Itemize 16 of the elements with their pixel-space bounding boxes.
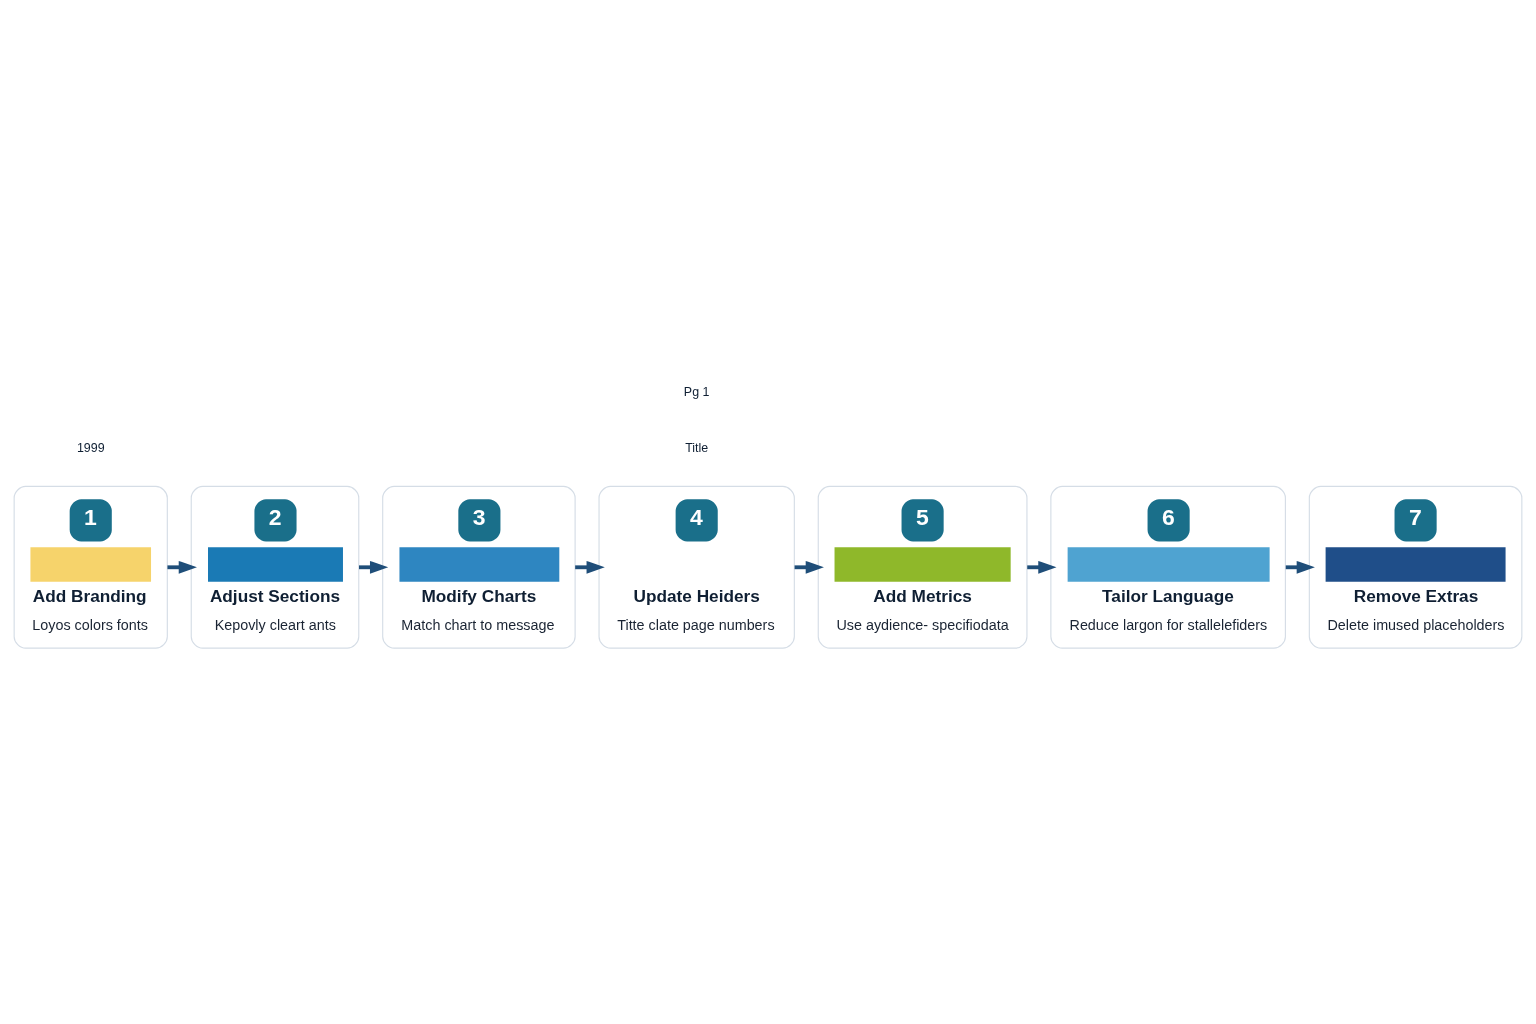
arrow [359,560,389,574]
arrow [794,560,824,574]
node-box: 7 Remove Extras Delete imused placeholders [1308,485,1523,649]
arrow [167,560,197,574]
arrow [1027,560,1057,574]
node-box: 4 Update Heiders Titte clate page numbers [598,485,795,649]
arrow [575,560,605,574]
node-box: 6 Tailor Language Reduce largon for stallelefiders [1050,485,1286,649]
label: 1999 [76,440,105,455]
node-box: 5 Add Metrics Use aydience- specifiodata [817,485,1028,649]
label: Pg 1 [683,385,710,400]
node-box: 1 Add Branding Loyos colors fonts [13,485,168,649]
label: Title [685,440,709,455]
node-box: 2 Adjust Sections Kepovly cleart ants [190,485,360,649]
node-box: 3 Modify Charts Match chart to message [382,485,576,649]
arrow [1285,560,1315,574]
